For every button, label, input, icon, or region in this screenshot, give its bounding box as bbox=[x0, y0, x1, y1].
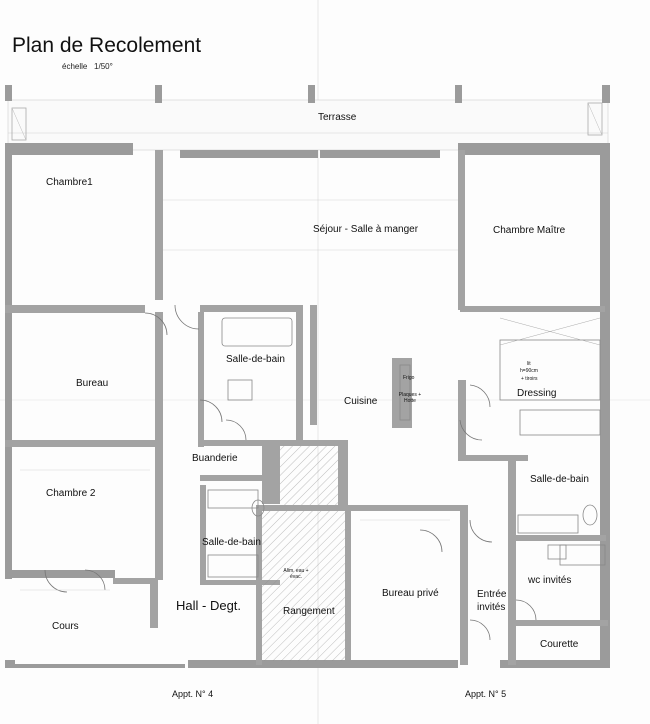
room-label-dressing: Dressing bbox=[517, 388, 557, 399]
fixtures bbox=[207, 317, 606, 578]
annotation-plaques: Plaques + Hotte bbox=[398, 392, 422, 404]
room-label-chambre2: Chambre 2 bbox=[46, 488, 96, 499]
terrace-planter-right bbox=[587, 102, 603, 136]
annotation-alim-eau: Alim. eau + évac. bbox=[283, 568, 309, 580]
exterior-walls bbox=[5, 85, 610, 668]
annotation-frigo: Frigo bbox=[403, 375, 415, 381]
room-label-buanderie: Buanderie bbox=[192, 453, 238, 464]
room-label-entree-invites: Entrée invités bbox=[477, 589, 507, 613]
room-label-salle-de-bain-2: Salle-de-bain bbox=[202, 537, 261, 548]
appt-4-label: Appt. N° 4 bbox=[172, 689, 214, 699]
scale-word: échelle bbox=[62, 62, 88, 71]
technical-shaft-hatch bbox=[280, 446, 338, 505]
faint-guides bbox=[20, 199, 458, 591]
room-label-cuisine: Cuisine bbox=[344, 396, 378, 407]
room-label-bureau: Bureau bbox=[76, 378, 109, 389]
terrace-planter-left bbox=[11, 107, 27, 141]
scale-label: échelle 1/50° bbox=[62, 62, 113, 71]
scale-value: 1/50° bbox=[94, 62, 113, 71]
terrace-area bbox=[7, 99, 609, 151]
interior-walls bbox=[5, 150, 608, 665]
annotation-lit-dimension: h=90cm bbox=[520, 368, 538, 374]
dressing-lines bbox=[499, 317, 601, 346]
room-label-cours: Cours bbox=[52, 621, 79, 632]
annotation-lit-tiroirs: + tiroirs bbox=[521, 376, 538, 382]
room-label-rangement: Rangement bbox=[283, 606, 335, 617]
annotation-lit: lit bbox=[527, 361, 531, 367]
plan-title: Plan de Recolement bbox=[12, 34, 202, 57]
room-label-sejour: Séjour - Salle à manger bbox=[313, 224, 419, 235]
room-label-hall: Hall - Degt. bbox=[176, 598, 242, 613]
room-label-chambre1: Chambre1 bbox=[46, 177, 93, 188]
room-label-courette: Courette bbox=[540, 639, 579, 650]
rangement-hatch bbox=[262, 511, 345, 661]
appt-5-label: Appt. N° 5 bbox=[465, 689, 507, 699]
room-label-wc-invites: wc invités bbox=[528, 575, 572, 586]
room-label-salle-de-bain-3: Salle-de-bain bbox=[530, 474, 589, 485]
room-label-bureau-prive: Bureau privé bbox=[382, 588, 439, 599]
door-swings bbox=[44, 304, 537, 641]
room-label-terrasse: Terrasse bbox=[318, 112, 357, 123]
room-label-salle-de-bain-1: Salle-de-bain bbox=[226, 354, 285, 365]
room-label-chambre-maitre: Chambre Maître bbox=[493, 225, 566, 236]
